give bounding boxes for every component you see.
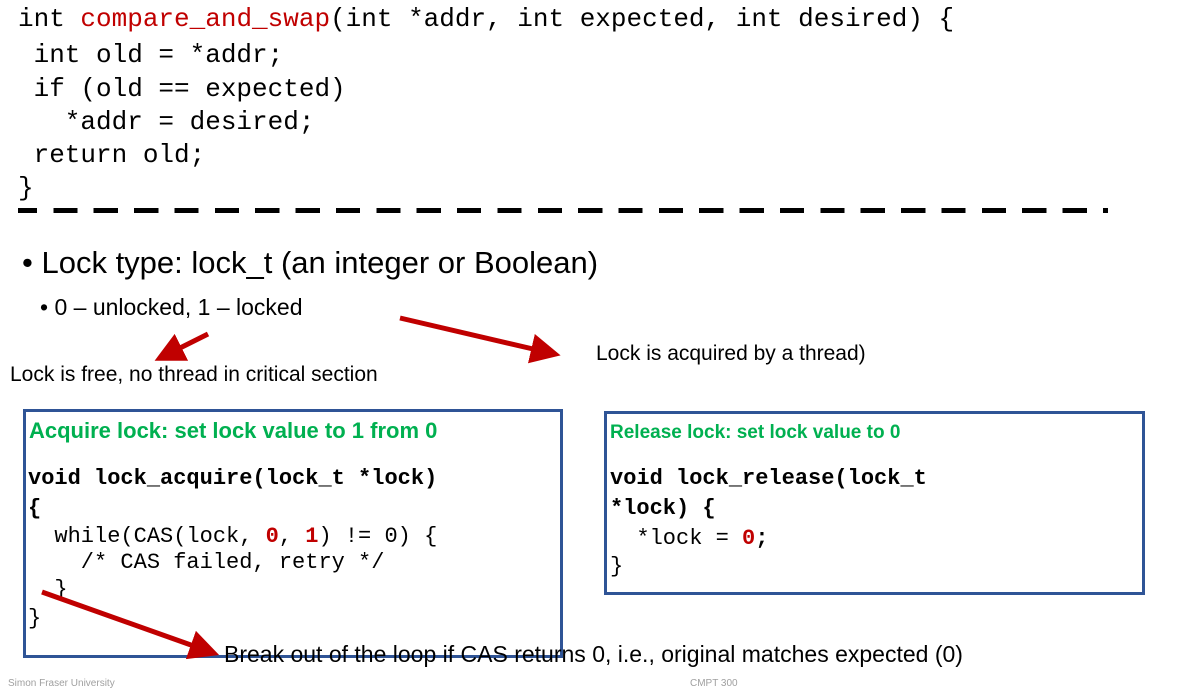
cas-code-line-3: if (old == expected) (18, 74, 346, 104)
release-signature-2: *lock) { (610, 496, 716, 521)
arrow-to-free (154, 331, 210, 361)
arrow-to-acquired (399, 315, 561, 364)
arrow-to-break-out (41, 589, 220, 660)
release-brace-close: } (610, 554, 624, 579)
cas-function-name: compare_and_swap (80, 4, 331, 34)
cas-code-line-1: int compare_and_swap(int *addr, int expe… (18, 4, 955, 34)
annotation-break-out: Break out of the loop if CAS returns 0, … (224, 641, 963, 667)
release-signature-1: void lock_release(lock_t (610, 466, 927, 491)
cas-code-line-6: } (18, 173, 34, 203)
release-lock-box: Release lock: set lock value to 0 void l… (604, 411, 1145, 595)
footer-left: Simon Fraser University (8, 678, 115, 689)
acquire-while-line: while(CAS(lock, 0, 1) != 0) { (28, 524, 438, 549)
cas-code-line-5: return old; (18, 140, 206, 170)
footer-right: CMPT 300 (690, 678, 738, 689)
cas-code-line-2: int old = *addr; (18, 40, 284, 70)
acquire-signature: void lock_acquire(lock_t *lock) (28, 466, 438, 491)
acquire-comment: /* CAS failed, retry */ (28, 550, 385, 575)
release-value: 0 (742, 526, 756, 551)
acquire-box-title: Acquire lock: set lock value to 1 from 0 (29, 418, 438, 443)
release-assign-line: *lock = 0; (610, 526, 769, 551)
cas-arg-desired: 1 (305, 524, 319, 549)
bullet-lock-type: • Lock type: lock_t (an integer or Boole… (22, 245, 599, 280)
cas-code-line-4: *addr = desired; (18, 107, 315, 137)
bullet-lock-values: • 0 – unlocked, 1 – locked (40, 294, 303, 320)
annotation-lock-acquired: Lock is acquired by a thread) (596, 342, 866, 365)
acquire-brace-open: { (28, 496, 42, 521)
dashed-separator (18, 208, 1108, 213)
annotation-lock-free: Lock is free, no thread in critical sect… (10, 363, 378, 386)
release-box-title: Release lock: set lock value to 0 (610, 422, 901, 443)
acquire-brace-close: } (28, 606, 42, 631)
cas-arg-expected: 0 (265, 524, 279, 549)
